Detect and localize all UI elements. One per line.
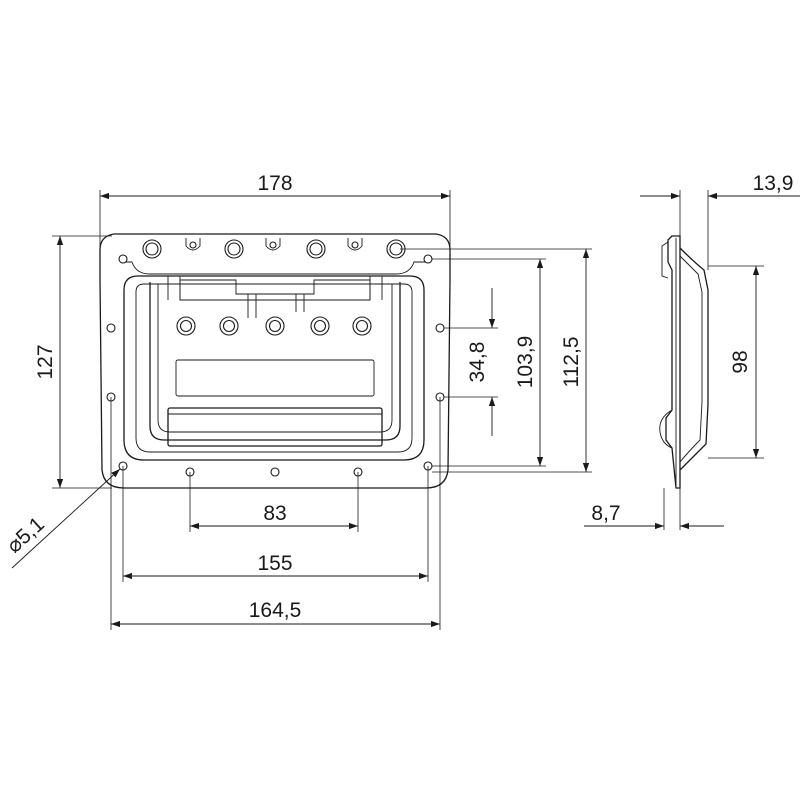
- side-view: [659, 235, 709, 489]
- dimension-labels: 178 127 13,9 98 8,7 34,8 103,9 112,5 83 …: [2, 172, 793, 622]
- dimension-lines: [11, 190, 800, 630]
- notch: [347, 238, 363, 251]
- label-inner-height-large: 112,5: [560, 337, 583, 388]
- side-handle-bump-bottom: [659, 409, 673, 449]
- side-recess: [679, 247, 709, 471]
- leader-hole-diameter: [11, 468, 121, 569]
- handle-rivets: [176, 316, 372, 336]
- hinge-block: [179, 279, 371, 301]
- label-inner-height-small: 34,8: [466, 342, 489, 383]
- recess-outer: [123, 275, 425, 461]
- handle-frame-inner: [157, 284, 393, 433]
- rivet-hole: [145, 242, 159, 256]
- rivet-hole: [227, 242, 241, 256]
- front-view: [99, 233, 451, 489]
- top-ear-profile: [120, 261, 426, 275]
- label-hole-spacing-medium: 155: [257, 552, 292, 575]
- grip-bar-upper: [175, 359, 375, 397]
- side-plate: [665, 235, 681, 489]
- plate-outline: [99, 233, 451, 489]
- label-hole-diameter: ⌀5,1: [2, 513, 48, 558]
- notch: [185, 238, 201, 251]
- notch-hole: [351, 241, 359, 249]
- grip-bar-lower: [167, 407, 383, 447]
- side-recess-inner: [679, 255, 703, 463]
- label-side-height: 98: [729, 350, 752, 373]
- label-hole-spacing-large: 164,5: [249, 599, 302, 622]
- top-notches: [185, 238, 363, 251]
- label-side-depth: 13,9: [753, 172, 794, 195]
- handle-frame: [149, 282, 401, 441]
- label-overall-height: 127: [34, 344, 57, 379]
- notch: [265, 238, 281, 251]
- notch-hole: [269, 241, 277, 249]
- side-handle-bump-top: [661, 241, 669, 279]
- top-rivets: [142, 239, 406, 259]
- recess-inner: [135, 283, 413, 453]
- rivet-hole: [309, 242, 323, 256]
- label-side-base: 8,7: [591, 502, 620, 525]
- label-overall-width: 178: [257, 172, 292, 195]
- label-inner-height-medium: 103,9: [514, 336, 537, 389]
- label-hole-spacing-small: 83: [263, 502, 286, 525]
- notch-hole: [189, 241, 197, 249]
